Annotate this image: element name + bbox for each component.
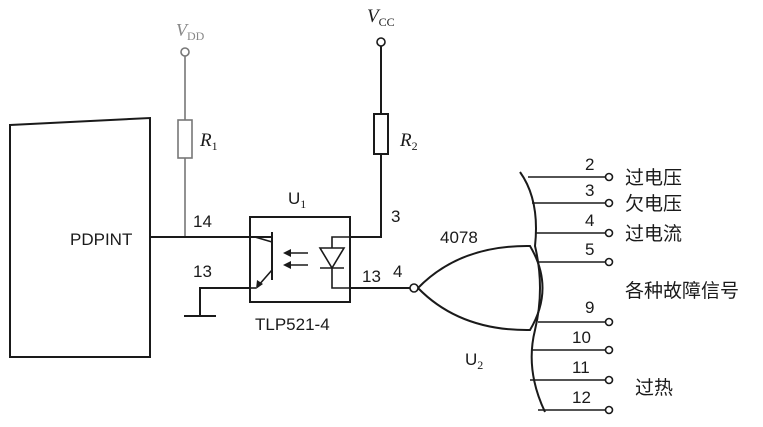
r1-label: R1: [199, 130, 218, 153]
gate-part-label: 4078: [440, 228, 478, 247]
input-label-overheat: 过热: [635, 377, 673, 399]
input-terminal-11: [604, 375, 614, 385]
u2-label: U2: [465, 350, 483, 372]
input-pin-10: 10: [572, 328, 591, 347]
input-terminal-4: [604, 228, 614, 238]
pin-13-right-label: 13: [362, 267, 381, 286]
input-pin-5: 5: [585, 240, 594, 259]
input-pin-11: 11: [572, 358, 590, 377]
input-label-overcurrent: 过电流: [625, 223, 682, 245]
input-bus: [519, 171, 546, 413]
light-arrowhead-1: [283, 249, 291, 257]
input-terminal-3: [604, 198, 614, 208]
led-diode: [318, 247, 346, 270]
input-pin-4: 4: [585, 211, 594, 230]
pin-13-left-label: 13: [193, 262, 212, 281]
resistor-r1: [177, 119, 193, 159]
input-pin-9: 9: [585, 298, 594, 317]
controller-block: [9, 116, 151, 358]
light-arrowhead-2: [283, 261, 291, 269]
r2-to-pin3-wire: [350, 154, 382, 238]
vcc-terminal: [376, 37, 386, 47]
fault-signals-label: 各种故障信号: [625, 280, 739, 302]
ground-wire: [199, 287, 250, 315]
controller-label: PDPINT: [70, 230, 132, 249]
r2-label: R2: [399, 130, 418, 153]
optocoupler-u1: [249, 216, 351, 303]
pin-3-label: 3: [391, 207, 400, 226]
input-label-overvoltage: 过电压: [625, 167, 682, 189]
resistor-r2: [373, 113, 389, 155]
nor-output-bubble: [409, 283, 419, 293]
input-terminal-5: [604, 257, 614, 267]
nor-gate-u2: [416, 244, 544, 332]
pin-14-label: 14: [193, 212, 212, 231]
vcc-label: VCC: [367, 6, 395, 29]
phototransistor-collector: [254, 236, 273, 243]
u1-label: U1: [288, 189, 306, 211]
input-label-undervoltage: 欠电压: [625, 193, 682, 215]
vdd-label: VDD: [176, 20, 205, 43]
led-cathode-wire: [331, 268, 350, 289]
gate-output-pin-label: 4: [393, 262, 402, 281]
emitter-arrow: [256, 280, 263, 289]
input-pin-3: 3: [585, 181, 594, 200]
u1-part-label: TLP521-4: [255, 315, 330, 334]
input-pin-12: 12: [572, 388, 591, 407]
input-terminal-2: [604, 172, 614, 182]
input-pin-2: 2: [585, 155, 594, 174]
vdd-terminal: [180, 47, 190, 57]
input-terminal-10: [604, 345, 614, 355]
input-terminal-12: [604, 405, 614, 415]
input-terminal-9: [604, 317, 614, 327]
led-anode-wire: [331, 236, 350, 248]
